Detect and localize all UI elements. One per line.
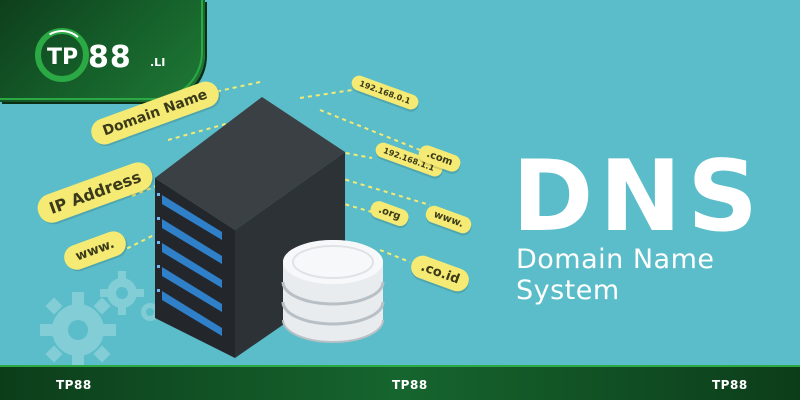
gear-icon-large — [40, 292, 116, 368]
gear-icon-tiny — [141, 303, 159, 321]
database-icon — [281, 240, 385, 343]
banner-text-left: TP88 — [56, 378, 92, 392]
dns-title: DNS — [512, 140, 764, 254]
connector-lines — [119, 81, 431, 263]
logo-suffix: .LI — [150, 56, 166, 69]
logo-mark-text: TP — [47, 45, 78, 70]
tp-logo-icon: TP — [35, 28, 89, 82]
banner-text-center: TP88 — [392, 378, 428, 392]
banner-text-right: TP88 — [712, 378, 748, 392]
bottom-banner: TP88 TP88 TP88 — [0, 365, 800, 400]
logo-text: 88 — [88, 40, 132, 75]
gear-icon-small — [100, 271, 144, 315]
logo-badge: TP 88 .LI — [0, 0, 205, 102]
dns-subtitle: Domain Name System — [516, 244, 715, 306]
